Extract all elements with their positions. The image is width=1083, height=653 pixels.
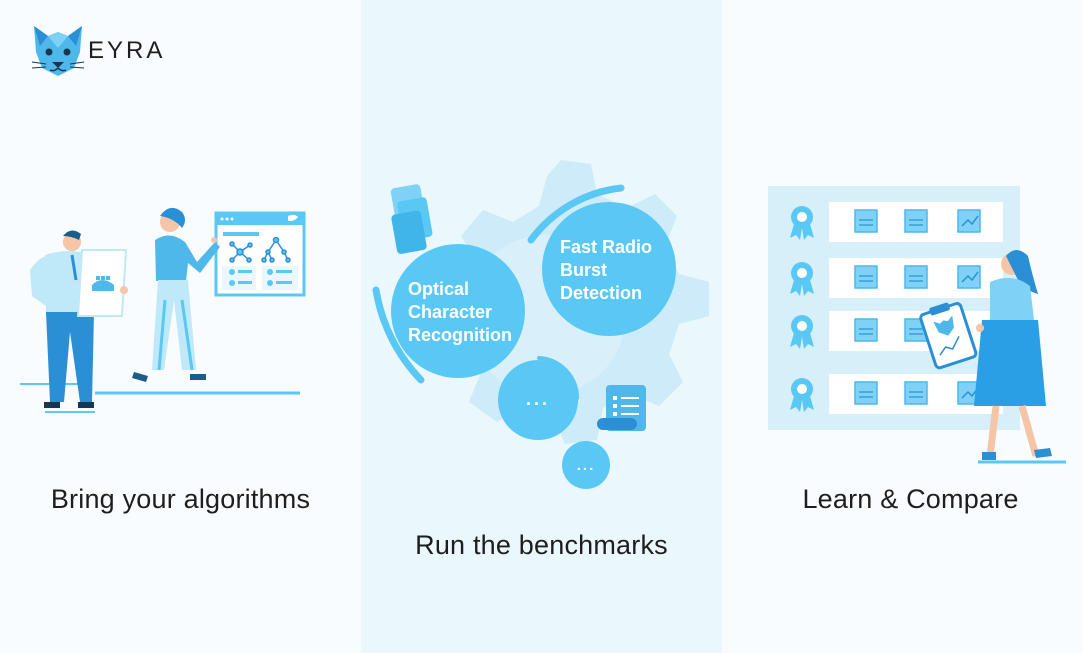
- bubble-more-1: [498, 360, 578, 440]
- bubble-more-2: [562, 441, 610, 489]
- bubble-ocr-label: Optical Character Recognition: [408, 278, 512, 347]
- bubble-ocr-line-1: Optical: [408, 279, 470, 299]
- bring-algorithms-illustration: [20, 207, 306, 413]
- brand-name: EYRA: [88, 37, 166, 64]
- bubble-more-1-label: ...: [525, 389, 550, 409]
- brand-logo[interactable]: EYRA: [30, 22, 165, 78]
- bubble-frb-line-2: Burst: [560, 260, 608, 280]
- run-benchmarks-illustration: [372, 160, 709, 489]
- bubble-ocr: [391, 244, 525, 378]
- bubble-more-2-label: ...: [576, 457, 596, 474]
- bubble-frb-label: Fast Radio Burst Detection: [560, 236, 652, 305]
- caption-run-benchmarks: Run the benchmarks: [415, 530, 668, 560]
- cat-head-icon: [31, 26, 85, 76]
- bubble-ocr-line-2: Character: [408, 302, 493, 322]
- bubble-frb-line-3: Detection: [560, 283, 643, 303]
- learn-compare-illustration: [768, 186, 1066, 464]
- bubble-frb: [542, 202, 676, 336]
- caption-bring-algorithms: Bring your algorithms: [50, 484, 311, 514]
- caption-learn-compare: Learn & Compare: [802, 484, 1019, 514]
- bubble-frb-line-1: Fast Radio: [560, 237, 653, 257]
- bubble-ocr-line-3: Recognition: [408, 325, 512, 345]
